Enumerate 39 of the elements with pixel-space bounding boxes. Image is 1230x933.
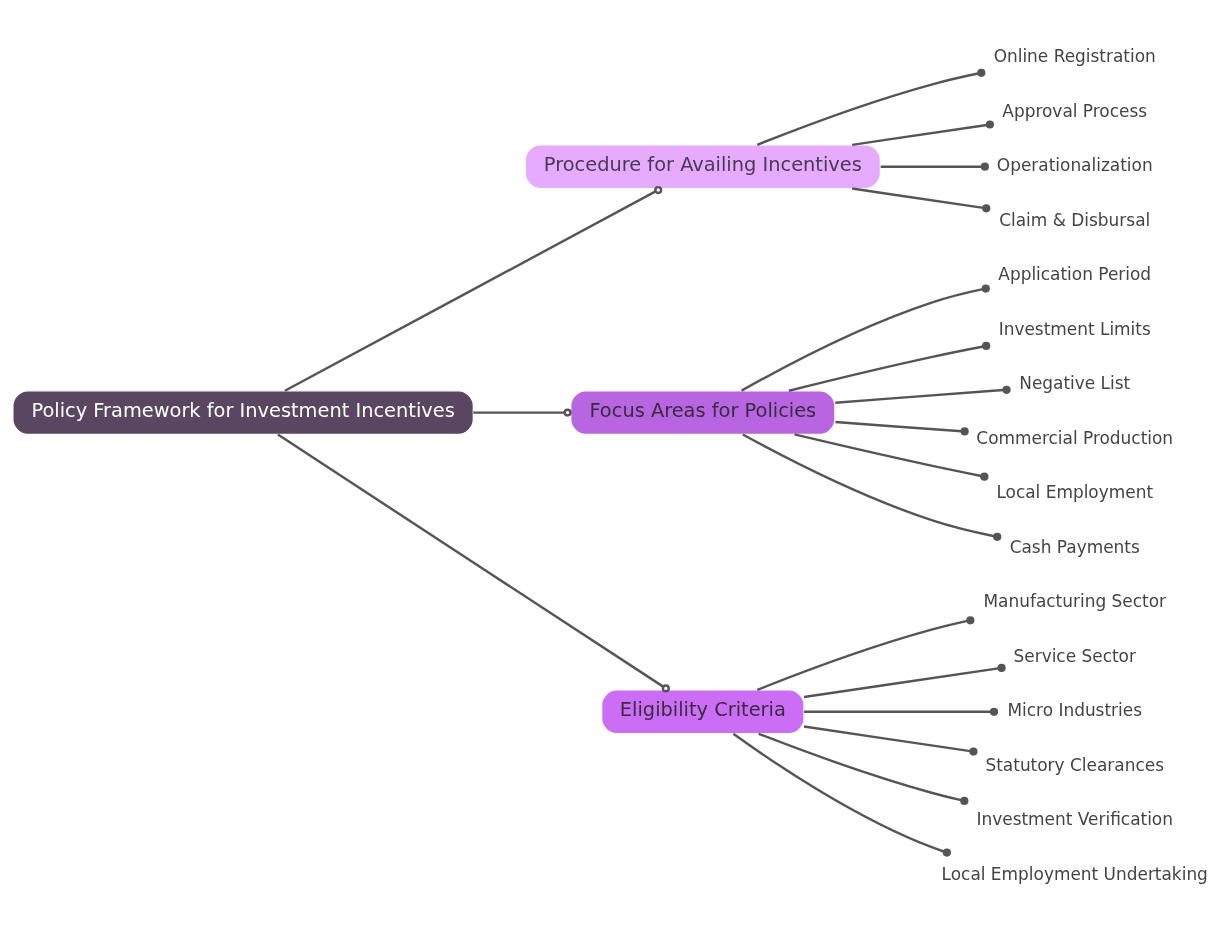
connector bbox=[284, 185, 663, 392]
node-text: Investment Limits bbox=[998, 318, 1151, 339]
node-text: Service Sector bbox=[1013, 645, 1136, 666]
connector bbox=[758, 732, 969, 806]
connector bbox=[852, 187, 991, 213]
node-text: Micro Industries bbox=[1007, 700, 1143, 721]
node-text: Online Registration bbox=[993, 46, 1156, 67]
connector bbox=[852, 120, 994, 146]
connector bbox=[835, 385, 1011, 404]
node-text: Statutory Clearances bbox=[985, 754, 1164, 775]
connector bbox=[803, 725, 978, 756]
node-text: Operationalization bbox=[996, 155, 1153, 176]
connector bbox=[788, 341, 991, 392]
node-text: Cash Payments bbox=[1009, 536, 1140, 557]
connector bbox=[835, 420, 969, 436]
connector bbox=[880, 162, 989, 171]
node-box: Procedure for Availing Incentives bbox=[524, 144, 881, 190]
node-text: Commercial Production bbox=[976, 427, 1174, 448]
connector bbox=[794, 433, 989, 481]
node-text: Claim & Disbursal bbox=[999, 209, 1151, 230]
connector bbox=[742, 433, 1002, 541]
node-text: Manufacturing Sector bbox=[983, 591, 1166, 612]
connector bbox=[740, 284, 990, 392]
node-box: Policy Framework for Investment Incentives bbox=[12, 390, 474, 435]
connector bbox=[804, 707, 999, 716]
connector bbox=[803, 663, 1006, 699]
node-text: Local Employment Undertaking bbox=[941, 863, 1208, 884]
node-box: Focus Areas for Policies bbox=[570, 390, 836, 435]
connector bbox=[756, 616, 975, 691]
node-text: Negative List bbox=[1019, 373, 1131, 394]
connector bbox=[756, 68, 986, 146]
node-text: Approval Process bbox=[1002, 100, 1148, 121]
node-text: Local Employment bbox=[996, 482, 1154, 503]
connector bbox=[732, 732, 951, 857]
node-text: Application Period bbox=[998, 264, 1152, 285]
connector bbox=[473, 408, 572, 417]
node-text: Investment Verification bbox=[976, 809, 1173, 830]
connector bbox=[277, 433, 670, 693]
node-box: Eligibility Criteria bbox=[601, 689, 805, 735]
